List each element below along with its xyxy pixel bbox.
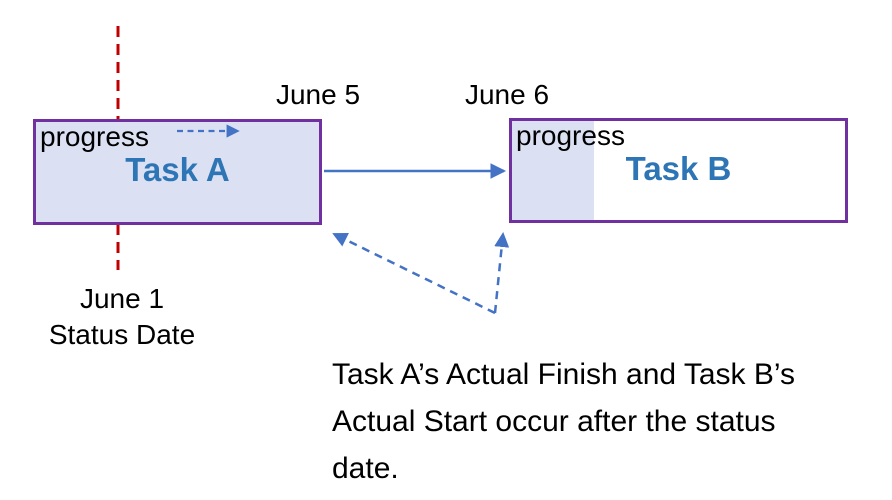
task-a-finish-date-label: June 5 — [275, 79, 361, 110]
status-date-value: June 1 — [79, 283, 165, 314]
task-b-progress-fill — [512, 121, 594, 220]
explanation-caption: Task A’s Actual Finish and Task B’s Actu… — [332, 351, 795, 492]
task-a-title: Task A — [125, 151, 230, 188]
task-a-progress-label: progress — [40, 121, 149, 152]
status-date-caption: June 1 Status Date — [49, 281, 195, 353]
callout-arrow-task-a-finish-icon — [332, 232, 496, 315]
task-b-title: Task B — [625, 150, 732, 187]
caption-line: Task A’s Actual Finish and Task B’s — [332, 358, 796, 391]
task-b-bar: progress Task B — [509, 118, 848, 223]
status-date-text: Status Date — [48, 319, 196, 350]
caption-line: date. — [332, 452, 399, 485]
task-a-bar: progress Task A — [33, 119, 322, 225]
callout-arrow-task-b-start-icon — [493, 232, 510, 314]
caption-line: Actual Start occur after the status — [332, 405, 776, 438]
task-b-progress-label: progress — [516, 120, 625, 151]
task-b-start-date-label: June 6 — [464, 79, 550, 110]
